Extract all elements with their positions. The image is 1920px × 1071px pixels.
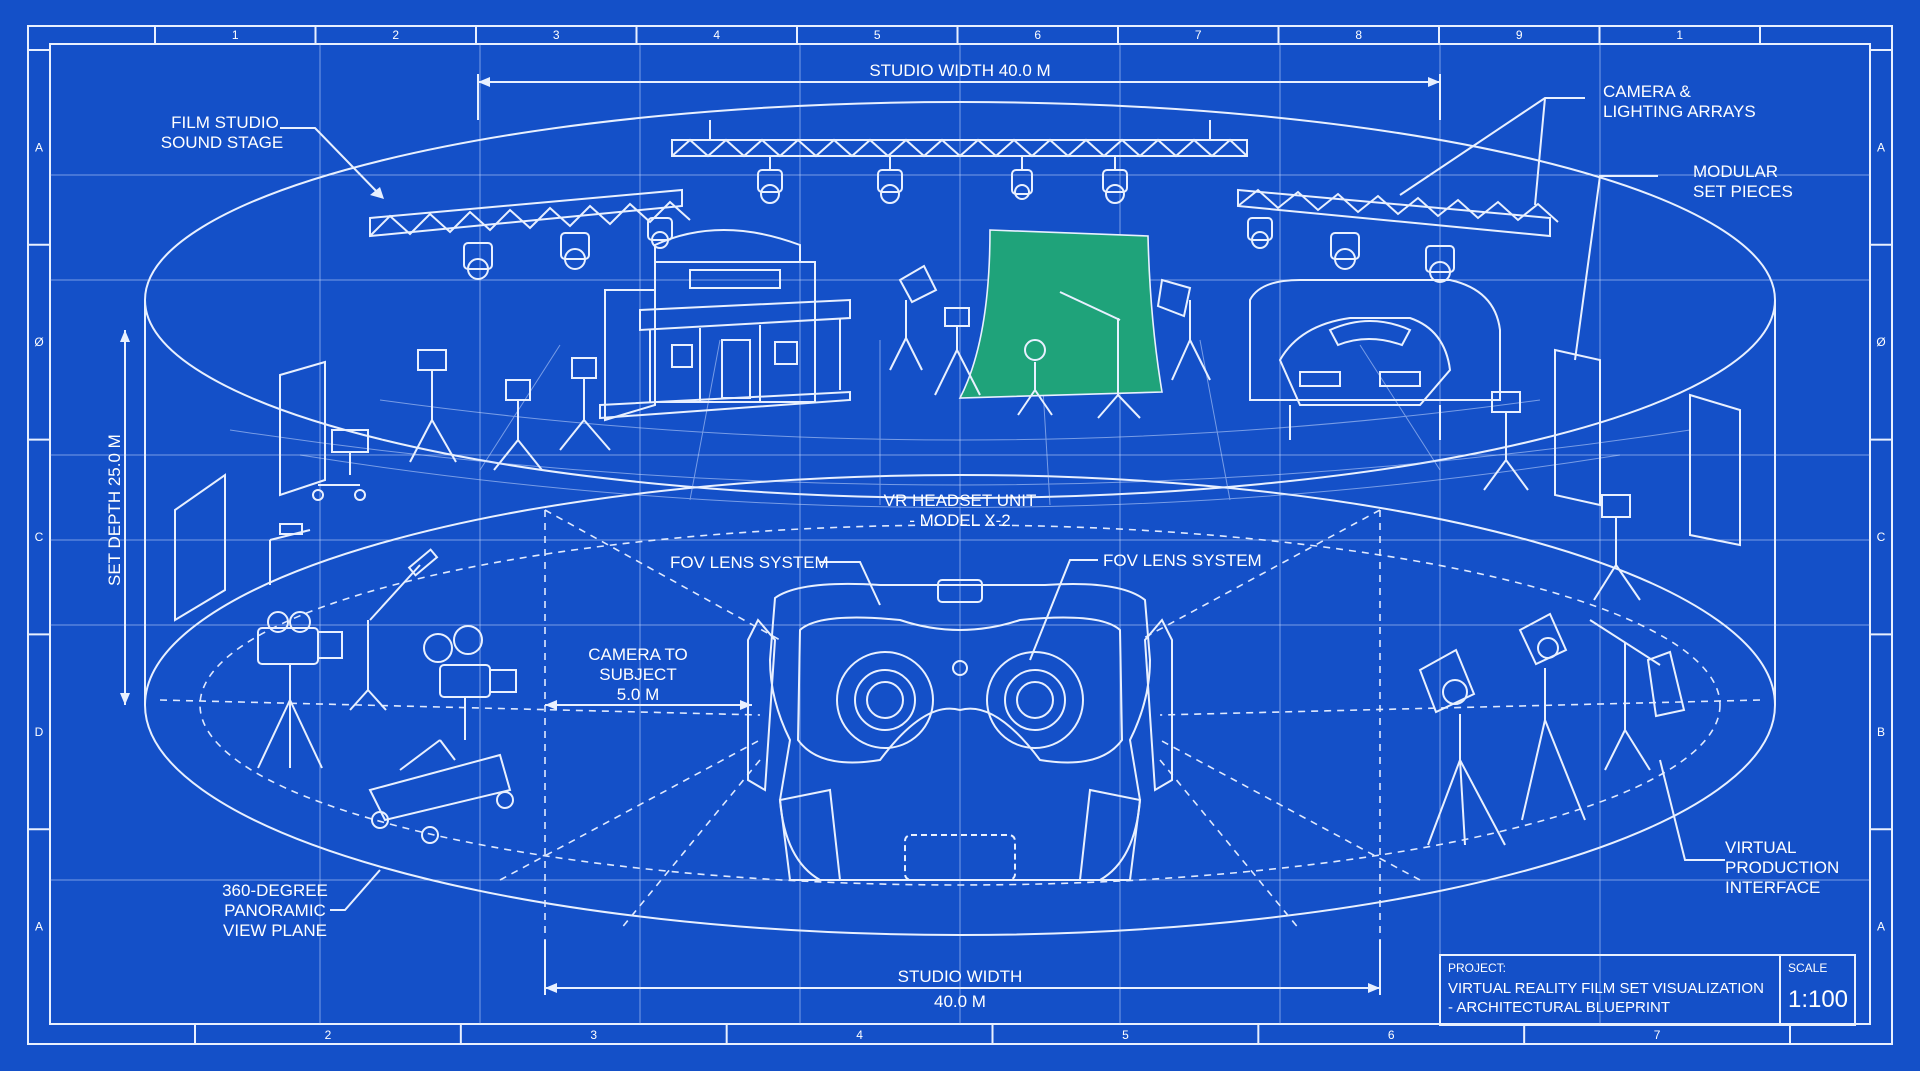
project-label: PROJECT: bbox=[1448, 961, 1506, 975]
film-studio-label-line2: SOUND STAGE bbox=[161, 133, 283, 152]
camera-dolly-icon bbox=[368, 697, 514, 844]
frame-tick-label: D bbox=[35, 725, 44, 739]
spotlight-icon bbox=[463, 156, 1455, 283]
virtual-production-label-line2: PRODUCTION bbox=[1725, 858, 1839, 877]
camera-subject-label-line3: 5.0 M bbox=[617, 685, 660, 704]
film-camera-icon bbox=[257, 611, 517, 769]
top-grid-ticks: 1 2 3 4 5 6 7 8 9 1 bbox=[154, 26, 1761, 44]
frame-tick-label: C bbox=[35, 530, 44, 544]
camera-lighting-label-line1: CAMERA & bbox=[1603, 82, 1692, 101]
vr-headset-icon bbox=[747, 579, 1173, 881]
frame-tick-label: 7 bbox=[1654, 1028, 1661, 1042]
frame-tick-label: 2 bbox=[325, 1028, 332, 1042]
modular-set-label-line2: SET PIECES bbox=[1693, 182, 1793, 201]
western-facade-icon bbox=[599, 229, 851, 422]
frame-tick-label: A bbox=[35, 920, 43, 934]
camera-subject-label-line1: CAMERA TO bbox=[588, 645, 688, 664]
vr-headset-label-line2: - MODEL X-2 bbox=[909, 511, 1010, 530]
frame-tick-label: 1 bbox=[232, 28, 239, 42]
film-studio-label-line1: FILM STUDIO bbox=[171, 113, 279, 132]
frame-tick-label: 1 bbox=[1676, 28, 1683, 42]
frame-tick-label: B bbox=[1877, 725, 1885, 739]
panoramic-label-line2: PANORAMIC bbox=[224, 901, 326, 920]
right-grid-ticks: A Ø C B A bbox=[1870, 49, 1892, 934]
dimension-lines bbox=[120, 74, 1441, 995]
green-screen-icon bbox=[958, 229, 1163, 419]
panoramic-label-line1: 360-DEGREE bbox=[222, 881, 328, 900]
modular-set-label-line1: MODULAR bbox=[1693, 162, 1778, 181]
frame-tick-label: 8 bbox=[1355, 28, 1362, 42]
fov-right-label: FOV LENS SYSTEM bbox=[1103, 551, 1262, 570]
frame-tick-label: 3 bbox=[553, 28, 560, 42]
panoramic-label-line3: VIEW PLANE bbox=[223, 921, 327, 940]
frame-tick-label: 9 bbox=[1516, 28, 1523, 42]
spaceship-prop-icon bbox=[1249, 279, 1501, 440]
fov-left-label: FOV LENS SYSTEM bbox=[670, 553, 829, 572]
frame-tick-label: Ø bbox=[34, 335, 43, 349]
frame-tick-label: Ø bbox=[1876, 335, 1885, 349]
studio-width-top-label: STUDIO WIDTH 40.0 M bbox=[869, 61, 1050, 80]
annotations: STUDIO WIDTH 40.0 M FILM STUDIO SOUND ST… bbox=[105, 61, 1839, 1011]
frame-tick-label: 5 bbox=[1122, 1028, 1129, 1042]
leader-lines bbox=[280, 97, 1725, 911]
frame-tick-label: 2 bbox=[392, 28, 399, 42]
tripod-icon bbox=[174, 264, 1741, 622]
frame-tick-label: A bbox=[1877, 920, 1885, 934]
camera-lighting-label-line2: LIGHTING ARRAYS bbox=[1603, 102, 1756, 121]
boom-mic-icon bbox=[269, 523, 439, 711]
frame-tick-label: A bbox=[35, 140, 43, 154]
set-depth-label: SET DEPTH 25.0 M bbox=[105, 434, 124, 586]
frame-tick-label: 4 bbox=[713, 28, 720, 42]
frame-tick-label: 6 bbox=[1034, 28, 1041, 42]
frame-tick-label: A bbox=[1877, 140, 1885, 154]
frame-tick-label: C bbox=[1877, 530, 1886, 544]
spotlight-icon bbox=[1418, 612, 1686, 846]
left-grid-ticks: A Ø C D A bbox=[28, 49, 50, 934]
studio-width-bottom-value: 40.0 M bbox=[934, 992, 986, 1011]
project-title-line1: VIRTUAL REALITY FILM SET VISUALIZATION bbox=[1448, 980, 1764, 997]
frame-tick-label: 7 bbox=[1195, 28, 1202, 42]
studio-cylinder bbox=[144, 101, 1776, 960]
camera-subject-label-line2: SUBJECT bbox=[599, 665, 676, 684]
frame-tick-label: 5 bbox=[874, 28, 881, 42]
virtual-production-label-line1: VIRTUAL bbox=[1725, 838, 1797, 857]
light-truss-icon bbox=[369, 120, 1559, 238]
scale-value: 1:100 bbox=[1788, 986, 1848, 1013]
title-block: PROJECT: VIRTUAL REALITY FILM SET VISUAL… bbox=[1439, 954, 1856, 1026]
virtual-production-label-line3: INTERFACE bbox=[1725, 878, 1820, 897]
vr-headset-label-line1: VR HEADSET UNIT bbox=[884, 491, 1037, 510]
frame-tick-label: 6 bbox=[1388, 1028, 1395, 1042]
scale-label: SCALE bbox=[1788, 961, 1827, 975]
frame-tick-label: 4 bbox=[856, 1028, 863, 1042]
project-title-line2: - ARCHITECTURAL BLUEPRINT bbox=[1448, 999, 1670, 1016]
studio-width-bottom-label: STUDIO WIDTH bbox=[898, 967, 1023, 986]
frame-tick-label: 3 bbox=[590, 1028, 597, 1042]
bottom-grid-ticks: 2 3 4 5 6 7 bbox=[194, 1024, 1791, 1044]
